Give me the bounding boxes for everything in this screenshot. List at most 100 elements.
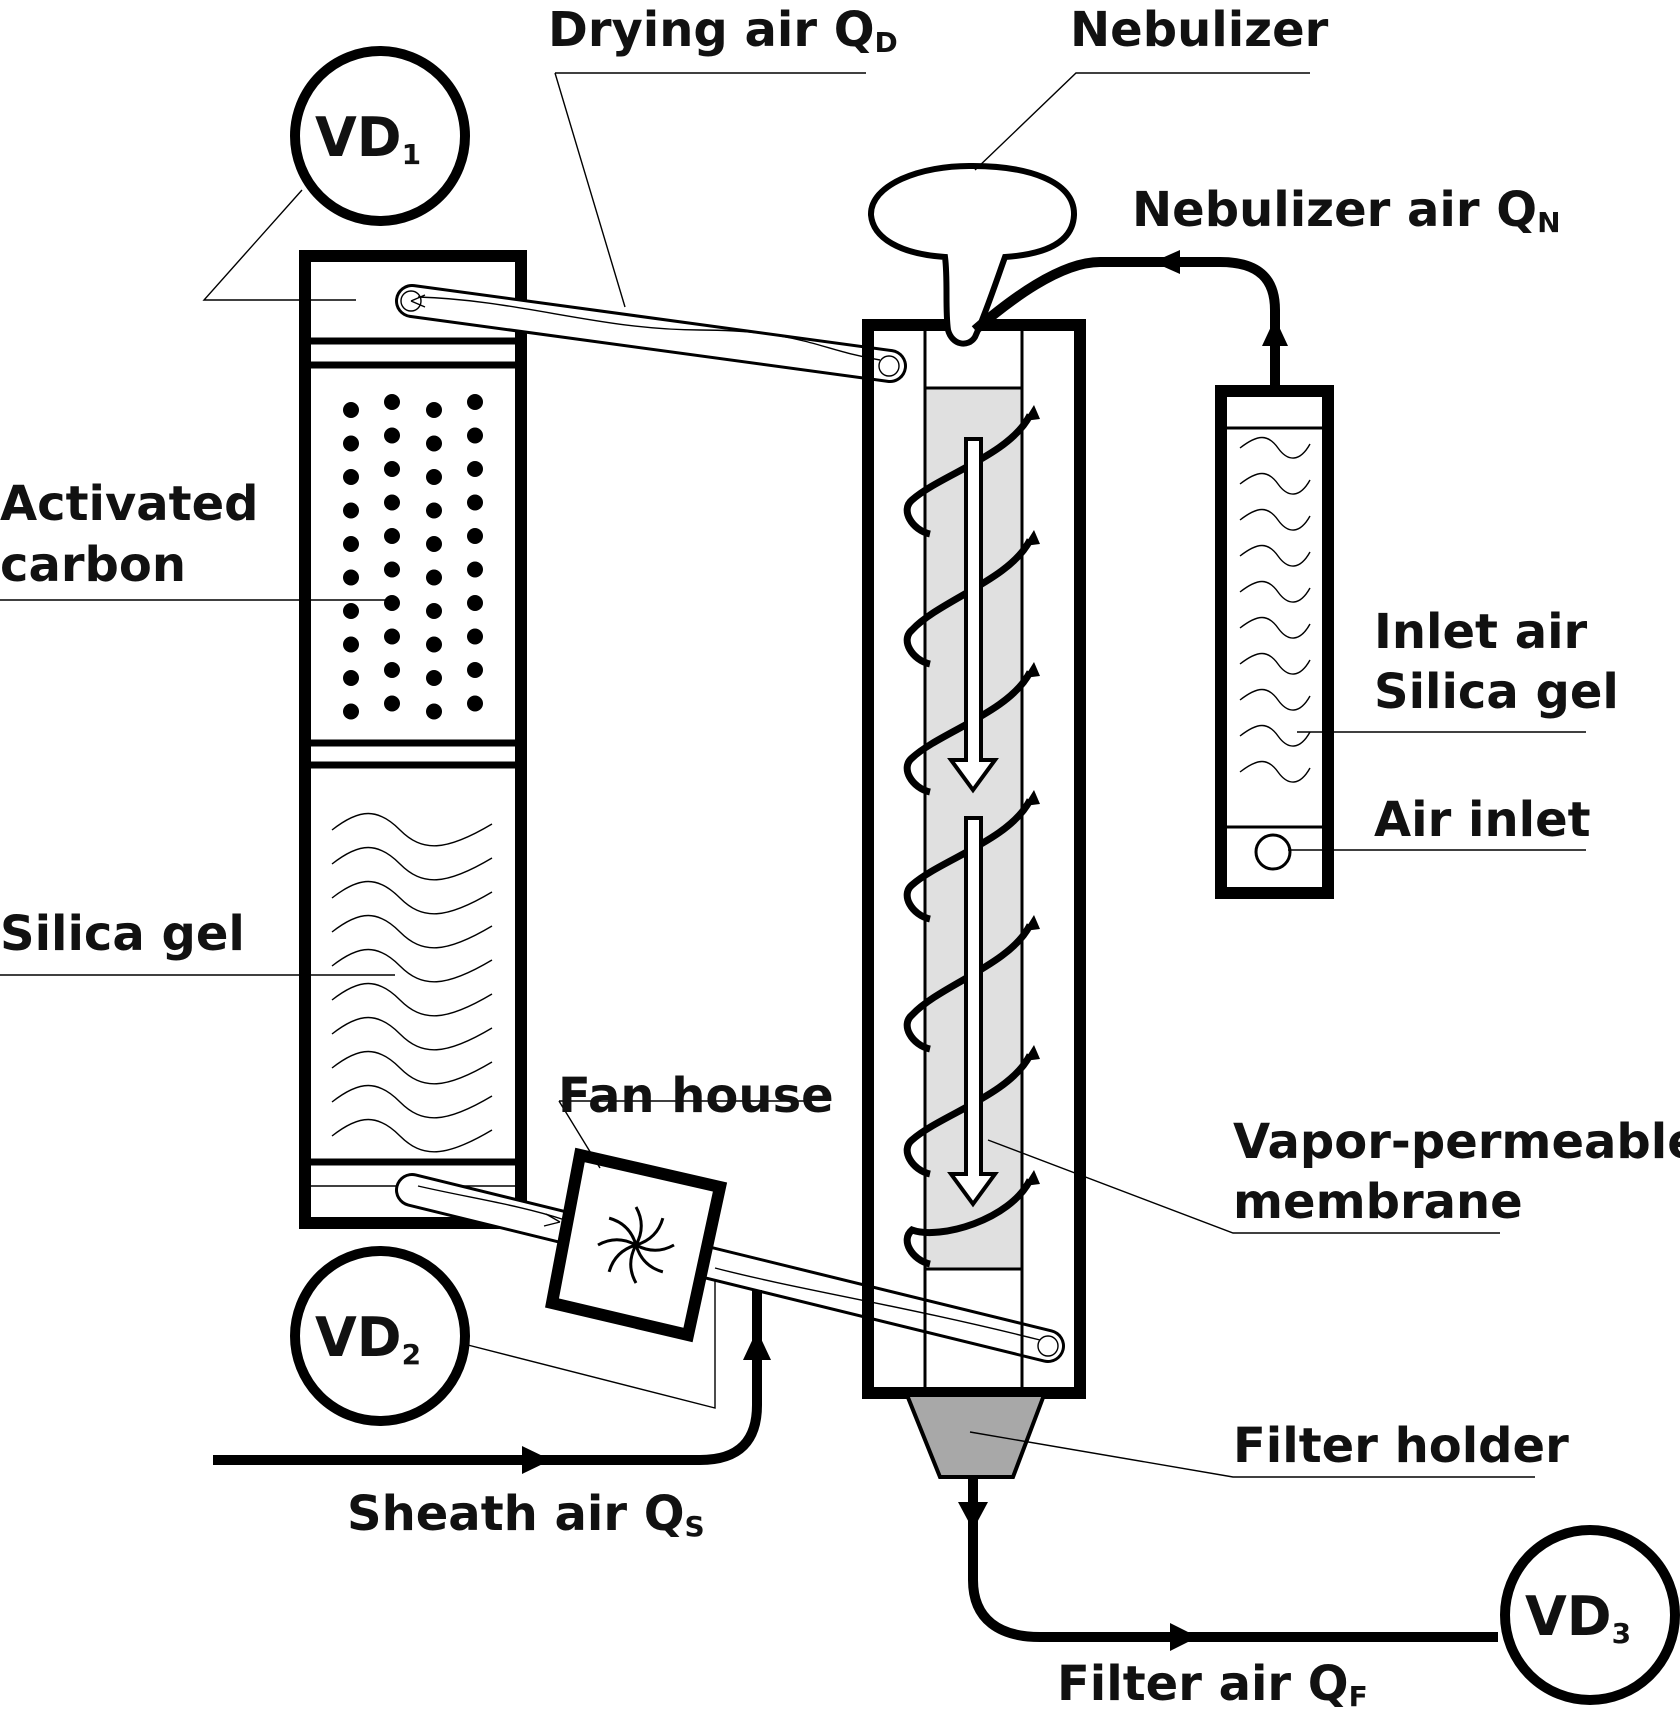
sheath-air-tube <box>395 1173 1065 1363</box>
nebulizer <box>867 162 1078 347</box>
fan-icon <box>597 1206 675 1284</box>
carbon-dot <box>467 494 483 511</box>
inlet-air-label-2: Silica gel <box>1374 664 1619 720</box>
helix-arrow <box>1024 530 1040 546</box>
filter-holder <box>904 1393 1047 1479</box>
fan-blade <box>607 1243 637 1273</box>
carbon-dot <box>384 695 400 712</box>
inlet-wave <box>1239 652 1311 675</box>
sheath-air-line <box>213 1290 771 1474</box>
carbon-dot <box>384 461 400 477</box>
carbon-dot <box>343 569 359 586</box>
helix-arrow <box>1024 405 1040 421</box>
inlet-wave <box>1239 472 1311 495</box>
silica-wave <box>331 846 493 881</box>
helix-turn <box>903 670 1034 796</box>
activated-carbon-dots <box>343 394 483 720</box>
drying-air-label: Drying air QD <box>548 2 898 59</box>
carbon-dot <box>426 670 442 686</box>
helix-turn <box>903 1178 1034 1268</box>
activated-carbon-label-2: carbon <box>0 537 186 593</box>
inlet-air-label-1: Inlet air <box>1374 604 1588 660</box>
carbon-dot <box>384 427 400 444</box>
fan-house-label: Fan house <box>558 1068 834 1124</box>
filter-air-label: Filter air QF <box>1057 1656 1368 1713</box>
inlet-wave <box>1239 616 1311 639</box>
helix-arrow <box>1024 662 1040 678</box>
drying-air-tube <box>395 284 907 383</box>
carbon-dot <box>426 435 442 452</box>
carbon-dot <box>426 569 442 586</box>
fan-house <box>545 1147 728 1343</box>
carbon-dot <box>343 469 359 485</box>
silica-wave <box>331 812 493 847</box>
carbon-dot <box>343 502 359 519</box>
fan-blade <box>629 1244 638 1284</box>
carbon-dot <box>384 662 400 678</box>
carbon-dot <box>467 461 483 477</box>
silica-wave <box>331 914 493 949</box>
inlet-wave <box>1239 580 1311 603</box>
carbon-dot <box>467 628 483 645</box>
carbon-dot <box>384 528 400 544</box>
fan-blade <box>635 1243 675 1252</box>
helix-turn <box>903 538 1034 668</box>
sheath-air-label: Sheath air QS <box>347 1486 705 1543</box>
inlet-wave <box>1239 508 1311 531</box>
svg-text:VD3: VD3 <box>1525 1585 1631 1650</box>
helix-arrow <box>1024 1045 1040 1061</box>
gauge-vd2: VD2 <box>290 1246 470 1426</box>
silica-wave <box>331 1050 493 1085</box>
inlet-silica-waves <box>1239 436 1311 783</box>
carbon-dot <box>467 561 483 578</box>
helix-arrow <box>1024 915 1040 931</box>
silica-gel-label: Silica gel <box>0 906 245 962</box>
carbon-dot <box>384 394 400 410</box>
carbon-dot <box>467 394 483 410</box>
fan-blade <box>634 1206 643 1246</box>
carbon-dot <box>467 528 483 544</box>
inlet-wave <box>1239 436 1311 459</box>
carbon-dot <box>343 703 359 720</box>
gauge-vd1: VD1 <box>290 46 470 226</box>
silica-wave <box>331 982 493 1017</box>
inlet-wave <box>1239 688 1311 711</box>
silica-wave <box>331 1118 493 1153</box>
leader-lines <box>0 72 1586 1478</box>
air-inlet-icon <box>1254 833 1292 871</box>
carbon-dot <box>343 670 359 686</box>
fan-blade <box>597 1238 637 1247</box>
carbon-dot <box>467 695 483 712</box>
inlet-wave <box>1239 544 1311 567</box>
dryer-column <box>299 250 527 1229</box>
nebulizer-air-line <box>971 250 1288 390</box>
silica-wave <box>331 880 493 915</box>
fan-blade <box>635 1217 665 1247</box>
fan-blade <box>634 1244 664 1274</box>
carbon-dot <box>384 628 400 645</box>
silica-gel-waves <box>331 812 493 1153</box>
nebulizer-air-label: Nebulizer air QN <box>1132 182 1561 239</box>
helix-turn <box>903 413 1034 538</box>
vapor-membrane-label-1: Vapor-permeable <box>1233 1114 1680 1170</box>
helix-turn <box>903 1053 1034 1178</box>
flow-arrows-down <box>947 437 999 1208</box>
gauge-vd3: VD3 <box>1500 1525 1680 1705</box>
activated-carbon-label-1: Activated <box>0 476 259 532</box>
carbon-dot <box>426 603 442 619</box>
inlet-wave <box>1239 724 1311 747</box>
carbon-dot <box>426 536 442 552</box>
svg-text:VD2: VD2 <box>315 1306 421 1371</box>
carbon-dot <box>384 494 400 511</box>
carbon-dot <box>426 402 442 418</box>
nebulizer-label: Nebulizer <box>1070 2 1329 58</box>
helix-arrow <box>1024 790 1040 806</box>
carbon-dot <box>343 402 359 418</box>
air-inlet-label: Air inlet <box>1374 792 1591 848</box>
carbon-dot <box>426 502 442 519</box>
carbon-dot <box>426 703 442 720</box>
inlet-wave <box>1239 760 1311 783</box>
silica-wave <box>331 1084 493 1119</box>
filter-holder-label: Filter holder <box>1233 1418 1569 1474</box>
